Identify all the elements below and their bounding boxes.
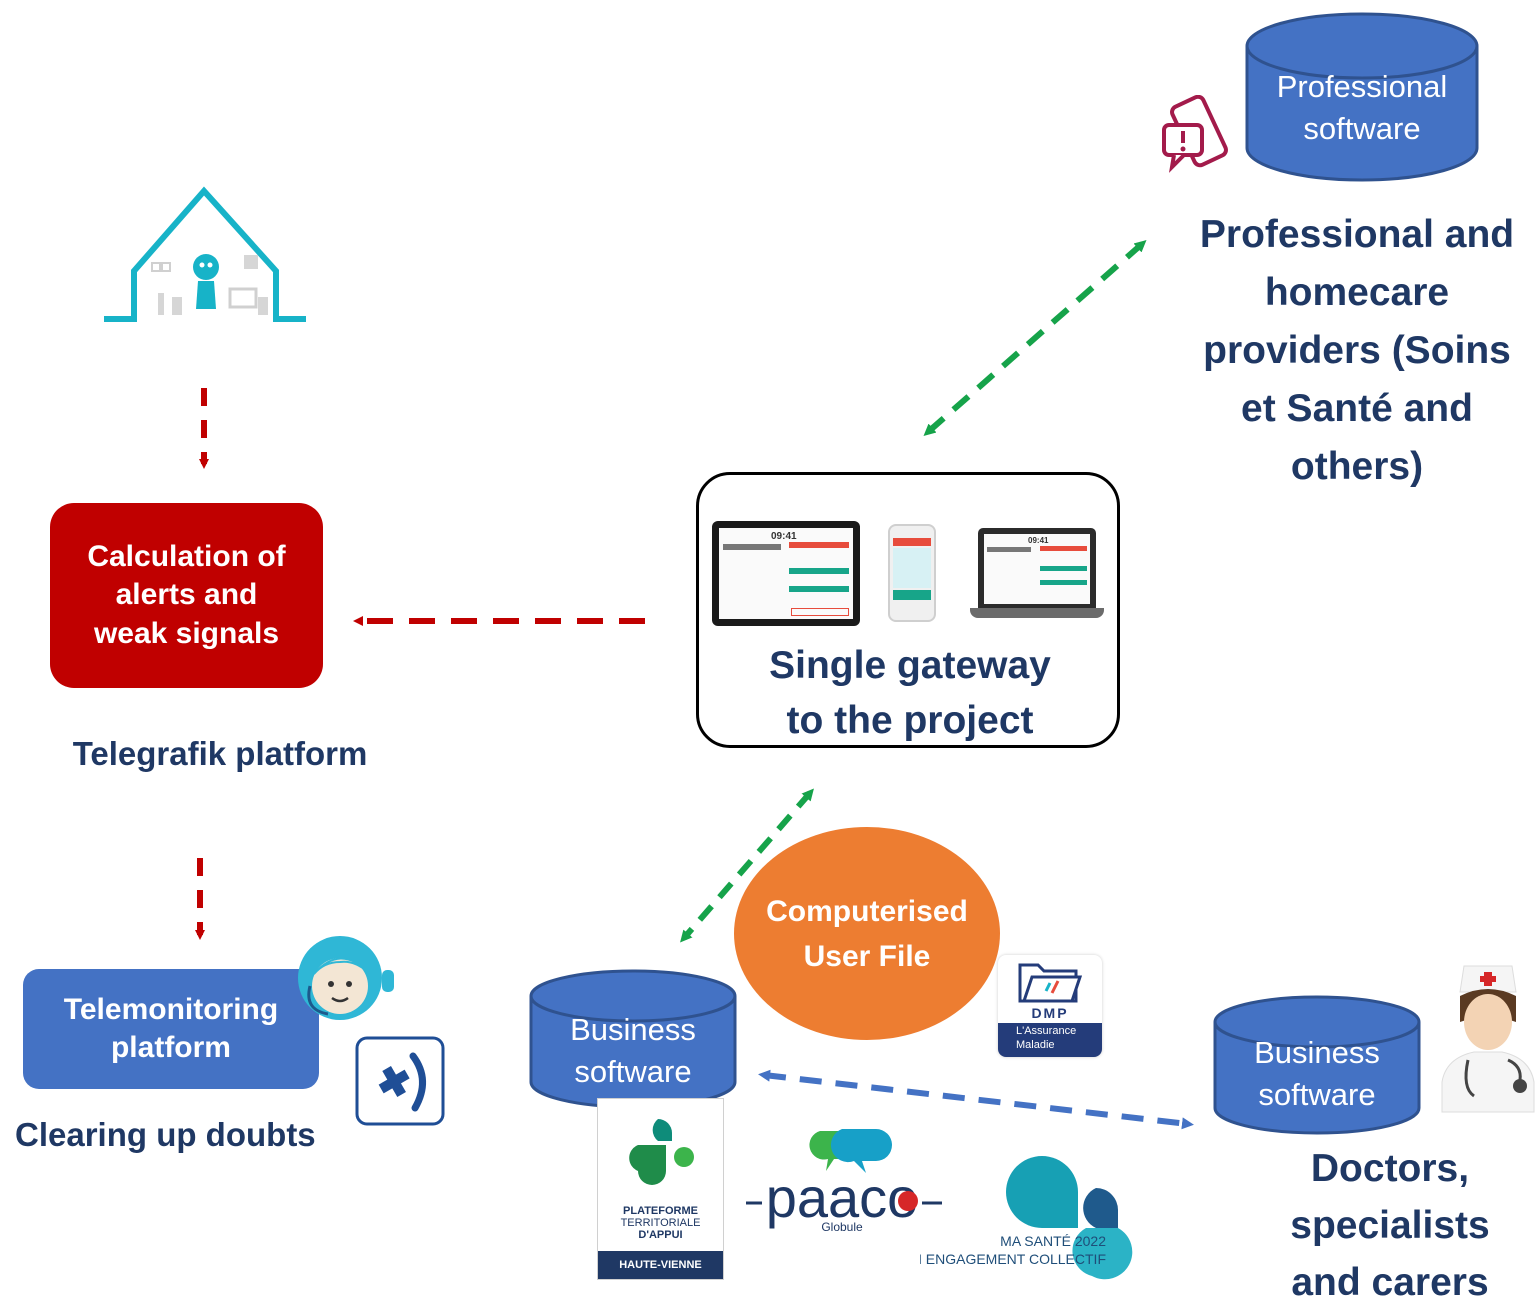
computerised-user-file-circle: Computerised User File	[734, 827, 1000, 1040]
business-software-left-label: Business software	[528, 1009, 738, 1093]
telemonitoring-box: Telemonitoring platform	[23, 969, 319, 1089]
tablet-screen: 09:41	[719, 528, 853, 619]
telegrafik-label: Telegrafik platform	[72, 735, 368, 772]
pta-line4: HAUTE-VIENNE	[598, 1251, 723, 1279]
business-right-line2: software	[1258, 1076, 1376, 1112]
operator-headset-icon	[298, 936, 394, 1020]
paaco-word: paaco	[766, 1166, 919, 1229]
tablet-time: 09:41	[771, 531, 797, 542]
gateway-line2: to the project	[786, 699, 1034, 742]
telemonitoring-line1: Telemonitoring	[63, 992, 279, 1026]
alerts-box-line2: alerts and	[115, 578, 258, 612]
pta-haute-vienne-logo: PLATEFORME TERRITORIALE D'APPUI HAUTE-VI…	[597, 1098, 724, 1280]
medical-phone-icon	[355, 1036, 445, 1126]
providers-line2: homecare	[1264, 271, 1450, 314]
phone-device	[888, 524, 936, 622]
nurse-doctor-icon	[1441, 965, 1535, 1113]
dmp-line2: Maladie	[1016, 1039, 1055, 1051]
business-software-right-label: Business software	[1212, 1032, 1422, 1116]
computerised-line1: Computerised	[766, 894, 968, 928]
laptop-screen: 09:41	[984, 534, 1090, 604]
telemonitoring-line2: platform	[110, 1031, 231, 1064]
doctors-line1: Doctors,	[1310, 1147, 1470, 1190]
providers-line1: Professional and	[1199, 213, 1515, 256]
paaco-sub: Globule	[821, 1220, 863, 1234]
clearing-doubts-label: Clearing up doubts	[15, 1116, 316, 1153]
arrow-gateway-business	[680, 788, 814, 943]
laptop-time: 09:41	[1028, 536, 1049, 545]
gateway-line1: Single gateway	[769, 644, 1051, 687]
professional-software-line1: Professional	[1276, 69, 1448, 104]
business-left-line1: Business	[570, 1012, 696, 1047]
pta-line3: D'APPUI	[638, 1229, 683, 1241]
dmp-line1: L'Assurance	[1016, 1025, 1077, 1037]
providers-line5: others)	[1290, 445, 1424, 488]
tablet-device: 09:41	[712, 521, 860, 626]
arrow-providers-gateway	[923, 240, 1147, 436]
providers-line3: providers (Soins	[1203, 329, 1511, 372]
computerised-line2: User File	[803, 939, 931, 973]
pta-line2: TERRITORIALE	[620, 1217, 701, 1229]
dmp-title: DMP	[1031, 1005, 1069, 1021]
alerts-calculation-box: Calculation of alerts and weak signals	[50, 503, 323, 688]
pta-line1: PLATEFORME	[623, 1205, 698, 1217]
phone-alert-icon	[1162, 95, 1228, 173]
alerts-box-line1: Calculation of	[87, 539, 286, 573]
business-left-line2: software	[574, 1053, 692, 1089]
providers-label: Professional and homecare providers (Soi…	[1182, 206, 1532, 496]
professional-software-label: Professional software	[1244, 66, 1480, 150]
arrow-business-to-business	[758, 1069, 1194, 1130]
professional-software-database-icon	[1245, 12, 1479, 182]
alerts-box-line3: weak signals	[93, 616, 280, 650]
ma-sante-2022-logo: MA SANTÉ 2022 UN ENGAGEMENT COLLECTIF	[920, 1156, 1133, 1280]
doctors-line3: and carers	[1291, 1261, 1489, 1304]
business-software-right-database-icon	[1213, 995, 1421, 1135]
masante-line2: UN ENGAGEMENT COLLECTIF	[920, 1251, 1106, 1267]
laptop-base	[970, 608, 1104, 618]
folder-icon	[1018, 963, 1082, 1003]
pta-symbol-icon	[629, 1119, 694, 1185]
dmp-logo: DMP L'Assurance Maladie	[998, 955, 1102, 1057]
professional-software-line2: software	[1303, 110, 1421, 146]
masante-line1: MA SANTÉ 2022	[1000, 1233, 1106, 1249]
providers-line4: et Santé and	[1241, 387, 1473, 430]
laptop-device: 09:41	[978, 528, 1096, 608]
business-right-line1: Business	[1254, 1035, 1380, 1070]
doctors-line2: specialists	[1290, 1204, 1490, 1247]
home-illustration-icon	[104, 186, 306, 322]
paaco-globule-logo: paaco Globule	[746, 1129, 942, 1234]
gateway-label: Single gateway to the project	[700, 638, 1120, 748]
doctors-label: Doctors, specialists and carers	[1240, 1140, 1536, 1311]
